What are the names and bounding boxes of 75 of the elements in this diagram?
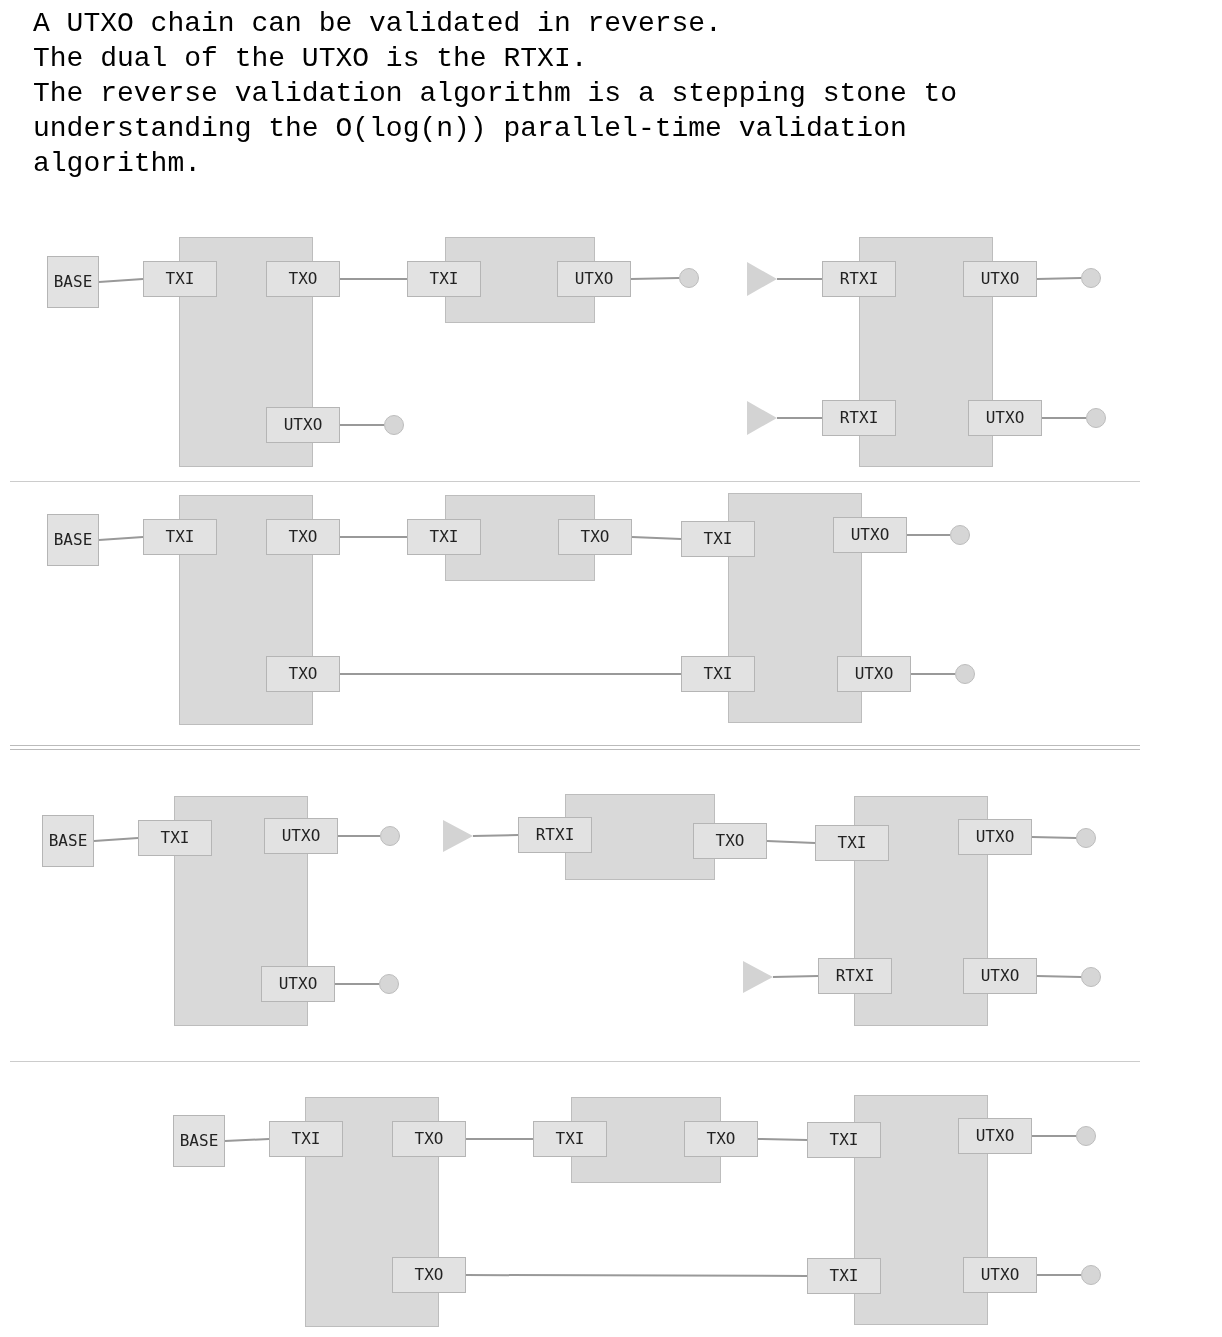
port-box: TXI bbox=[269, 1121, 343, 1157]
connector-line bbox=[1036, 975, 1082, 978]
port-box: TXO bbox=[558, 519, 632, 555]
connector-line bbox=[337, 835, 381, 837]
connector-line bbox=[1041, 417, 1087, 419]
connector-line bbox=[630, 277, 680, 280]
port-box: TXI bbox=[533, 1121, 607, 1157]
port-box: TXI bbox=[815, 825, 889, 861]
port-box: TXI bbox=[407, 519, 481, 555]
port-box: TXI bbox=[143, 519, 217, 555]
port-box: TXI bbox=[681, 521, 755, 557]
connector-line bbox=[465, 1138, 534, 1140]
port-box: UTXO bbox=[557, 261, 631, 297]
port-box: UTXO bbox=[837, 656, 911, 692]
connector-line bbox=[766, 840, 816, 844]
port-box: UTXO bbox=[264, 818, 338, 854]
port-box: RTXI bbox=[818, 958, 892, 994]
port-box: TXO bbox=[266, 656, 340, 692]
port-box: UTXO bbox=[963, 261, 1037, 297]
connector-line bbox=[98, 536, 144, 541]
connector-line bbox=[906, 534, 951, 536]
port-box: TXI bbox=[681, 656, 755, 692]
connector-line bbox=[224, 1138, 270, 1142]
port-box: UTXO bbox=[963, 958, 1037, 994]
port-box: TXI bbox=[407, 261, 481, 297]
port-box: TXI bbox=[807, 1258, 881, 1294]
connector-line bbox=[1036, 1274, 1082, 1276]
port-box: TXO bbox=[392, 1121, 466, 1157]
port-box: RTXI bbox=[822, 261, 896, 297]
port-box: TXI bbox=[143, 261, 217, 297]
port-box: UTXO bbox=[958, 819, 1032, 855]
input-triangle bbox=[747, 401, 777, 435]
port-box: BASE bbox=[42, 815, 94, 867]
input-triangle bbox=[743, 961, 773, 993]
port-box: RTXI bbox=[822, 400, 896, 436]
heading-text: The dual of the UTXO is the RTXI. bbox=[33, 42, 589, 76]
port-box: TXO bbox=[392, 1257, 466, 1293]
port-box: TXO bbox=[266, 519, 340, 555]
connector-line bbox=[98, 278, 144, 283]
heading-text: The reverse validation algorithm is a stepping stone to understanding the O(log(n)) parallel-time validation algorithm. bbox=[33, 77, 959, 181]
port-box: UTXO bbox=[958, 1118, 1032, 1154]
port-box: TXI bbox=[807, 1122, 881, 1158]
port-box: BASE bbox=[173, 1115, 225, 1167]
input-triangle bbox=[747, 262, 777, 296]
connector-line bbox=[472, 834, 519, 837]
port-box: UTXO bbox=[266, 407, 340, 443]
port-box: UTXO bbox=[833, 517, 907, 553]
connector-line bbox=[334, 983, 380, 985]
connector-line bbox=[772, 975, 819, 978]
connector-line bbox=[465, 1274, 808, 1277]
port-box: RTXI bbox=[518, 817, 592, 853]
port-box: TXO bbox=[266, 261, 340, 297]
port-box: TXO bbox=[693, 823, 767, 859]
connector-line bbox=[339, 424, 385, 426]
connector-line bbox=[339, 278, 408, 280]
connector-line bbox=[776, 278, 823, 280]
port-box: TXI bbox=[138, 820, 212, 856]
connector-line bbox=[1036, 277, 1082, 280]
connector-line bbox=[910, 673, 956, 675]
connector-line bbox=[776, 417, 823, 419]
port-box: BASE bbox=[47, 514, 99, 566]
port-box: UTXO bbox=[968, 400, 1042, 436]
connector-line bbox=[1031, 836, 1077, 839]
port-box: UTXO bbox=[963, 1257, 1037, 1293]
connector-line bbox=[757, 1138, 808, 1141]
port-box: TXO bbox=[684, 1121, 758, 1157]
port-box: UTXO bbox=[261, 966, 335, 1002]
input-triangle bbox=[443, 820, 473, 852]
connector-line bbox=[1031, 1135, 1077, 1137]
heading-text: A UTXO chain can be validated in reverse. bbox=[33, 7, 723, 41]
connector-line bbox=[339, 536, 408, 538]
connector-line bbox=[339, 673, 682, 675]
connector-line bbox=[631, 536, 682, 540]
port-box: BASE bbox=[47, 256, 99, 308]
connector-line bbox=[93, 837, 139, 842]
